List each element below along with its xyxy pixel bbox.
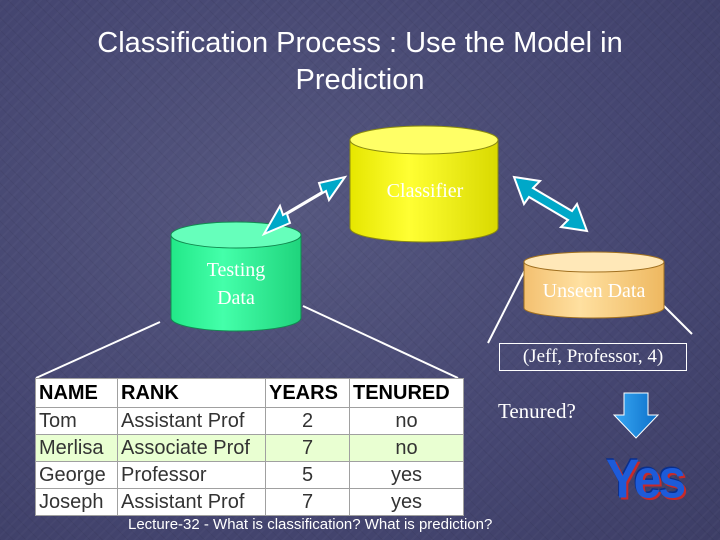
cell-tenured: no bbox=[349, 407, 464, 435]
cell-name: Joseph bbox=[35, 488, 118, 516]
table-row: Joseph Assistant Prof 7 yes bbox=[35, 488, 464, 516]
slide-title-line1: Classification Process : Use the Model i… bbox=[97, 27, 623, 59]
cell-tenured: no bbox=[349, 434, 464, 462]
connector-line-right bbox=[302, 305, 459, 379]
cell-tenured: yes bbox=[349, 461, 464, 489]
double-arrow-icon bbox=[512, 175, 589, 233]
cell-years: 7 bbox=[265, 488, 350, 516]
cell-name: George bbox=[35, 461, 118, 489]
cell-years: 7 bbox=[265, 434, 350, 462]
cell-name: Tom bbox=[35, 407, 118, 435]
unseen-instance: (Jeff, Professor, 4) bbox=[499, 343, 687, 371]
table-header-row: NAME RANK YEARS TENURED bbox=[35, 378, 464, 408]
cell-years: 2 bbox=[265, 407, 350, 435]
testing-data-table: NAME RANK YEARS TENURED Tom Assistant Pr… bbox=[35, 378, 464, 516]
column-header-rank: RANK bbox=[117, 378, 266, 408]
cell-rank: Assistant Prof bbox=[117, 488, 266, 516]
cell-name: Merlisa bbox=[35, 434, 118, 462]
cell-rank: Assistant Prof bbox=[117, 407, 266, 435]
cell-tenured: yes bbox=[349, 488, 464, 516]
column-header-name: NAME bbox=[35, 378, 118, 408]
connector-lines bbox=[35, 267, 693, 379]
table-row: George Professor 5 yes bbox=[35, 461, 464, 489]
testing-data-label-line2: Data bbox=[217, 287, 255, 309]
slide-footer: Lecture-32 - What is classification? Wha… bbox=[128, 516, 493, 533]
unseen-data-label: Unseen Data bbox=[542, 280, 646, 302]
table-row: Merlisa Associate Prof 7 no bbox=[35, 434, 464, 462]
slide-title-line2: Prediction bbox=[295, 64, 425, 96]
unseen-data-cylinder bbox=[523, 251, 665, 319]
table-row: Tom Assistant Prof 2 no bbox=[35, 407, 464, 435]
classifier-label: Classifier bbox=[386, 180, 464, 202]
column-header-tenured: TENURED bbox=[349, 378, 464, 408]
prediction-answer: Yes bbox=[606, 447, 686, 510]
testing-data-label-line1: Testing bbox=[206, 259, 266, 281]
connector-line-left bbox=[35, 321, 161, 379]
cell-rank: Professor bbox=[117, 461, 266, 489]
column-header-years: YEARS bbox=[265, 378, 350, 408]
classifier-cylinder bbox=[349, 125, 499, 243]
tenured-question: Tenured? bbox=[498, 399, 576, 423]
down-arrow-icon bbox=[612, 392, 660, 439]
cell-years: 5 bbox=[265, 461, 350, 489]
double-arrow-icon bbox=[261, 175, 348, 237]
cell-rank: Associate Prof bbox=[117, 434, 266, 462]
connector-line-unseen-right bbox=[663, 305, 693, 335]
connector-line-unseen-left bbox=[487, 267, 527, 344]
